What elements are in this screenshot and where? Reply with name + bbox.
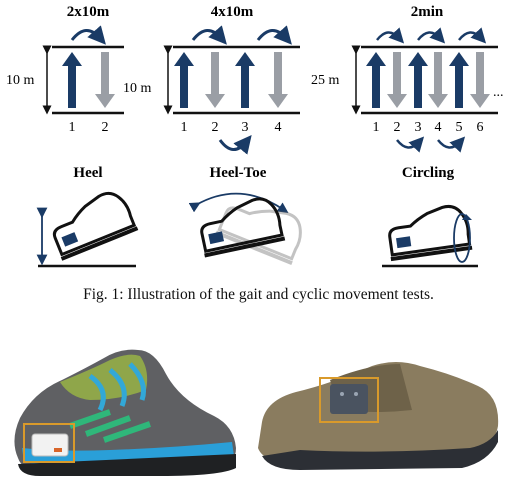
gait-test-diagram: 2x10m 10 m 1 2 4x10m 10 m 1 2 (6, 4, 504, 268)
turn-arrow-icon (458, 27, 487, 44)
continuation-ellipsis: ... (493, 85, 504, 100)
lane-number: 2 (212, 120, 219, 135)
shoe-photos (14, 349, 499, 476)
movement-circling: Circling (382, 165, 478, 268)
sensor-icon (61, 232, 79, 247)
test-4x10m: 4x10m 10 m 1 2 3 4 (123, 4, 300, 155)
movement-heel-toe: Heel-Toe (188, 165, 302, 266)
sensor-device (330, 384, 368, 414)
up-arrow-icon (408, 52, 428, 108)
lane-number: 3 (242, 120, 249, 135)
rocking-arrow-icon (188, 192, 289, 214)
lane-number: 3 (415, 120, 422, 135)
down-arrow-icon (428, 52, 448, 108)
down-arrow-icon (205, 52, 225, 108)
lane-number: 4 (275, 120, 282, 135)
down-arrow-icon (470, 52, 490, 108)
sensor-icon (396, 236, 412, 249)
velcro-shoe-photo (258, 362, 499, 470)
movement-title: Circling (402, 165, 455, 181)
shoe-icon (215, 206, 302, 266)
up-arrow-icon (62, 52, 82, 108)
lane-number: 1 (373, 120, 380, 135)
test-title: 4x10m (211, 4, 254, 20)
turn-arrow-icon (417, 27, 446, 44)
sensor-photos (0, 330, 517, 485)
distance-label: 10 m (6, 73, 35, 88)
shoe-icon (388, 204, 473, 262)
turn-arrow-icon (437, 136, 466, 153)
up-arrow-icon (174, 52, 194, 108)
lane-number: 1 (181, 120, 188, 135)
shoe-icon (200, 197, 286, 258)
lane-number: 5 (456, 120, 463, 135)
up-arrow-icon (235, 52, 255, 108)
movement-title: Heel-Toe (210, 165, 267, 181)
movement-title: Heel (73, 165, 102, 181)
sensor-icon (208, 231, 225, 245)
athletic-shoe-photo (14, 349, 237, 476)
turn-arrow-icon (376, 27, 405, 44)
turn-arrow-icon (256, 25, 292, 45)
figure-caption: Fig. 1: Illustration of the gait and cyc… (83, 286, 434, 303)
down-arrow-icon (95, 52, 115, 108)
lane-number: 2 (102, 120, 109, 135)
lane-number: 4 (435, 120, 442, 135)
sensor-device (31, 433, 69, 457)
test-title: 2min (411, 4, 444, 20)
shoe-icon (52, 191, 139, 261)
movement-heel: Heel (36, 165, 139, 268)
turn-arrow-icon (396, 136, 425, 153)
test-title: 2x10m (67, 4, 110, 20)
down-arrow-icon (268, 52, 288, 108)
down-arrow-icon (387, 52, 407, 108)
lane-number: 2 (394, 120, 401, 135)
rotation-arrow-icon (453, 213, 471, 263)
up-arrow-icon (449, 52, 469, 108)
rotation-arrowhead-icon (462, 214, 472, 220)
distance-label: 25 m (311, 73, 340, 88)
turn-arrow-icon (218, 135, 252, 155)
turn-arrow-icon (191, 25, 227, 45)
lane-number: 6 (477, 120, 484, 135)
turn-arrow-icon (70, 25, 106, 45)
test-2x10m: 2x10m 10 m 1 2 (6, 4, 124, 135)
lane-number: 1 (69, 120, 76, 135)
sensor-highlight-box (23, 423, 75, 463)
distance-label: 10 m (123, 81, 152, 96)
sensor-highlight-box (319, 377, 379, 423)
up-arrow-icon (366, 52, 386, 108)
test-2min: 2min 25 m ... 1 2 3 4 5 6 (311, 4, 504, 153)
